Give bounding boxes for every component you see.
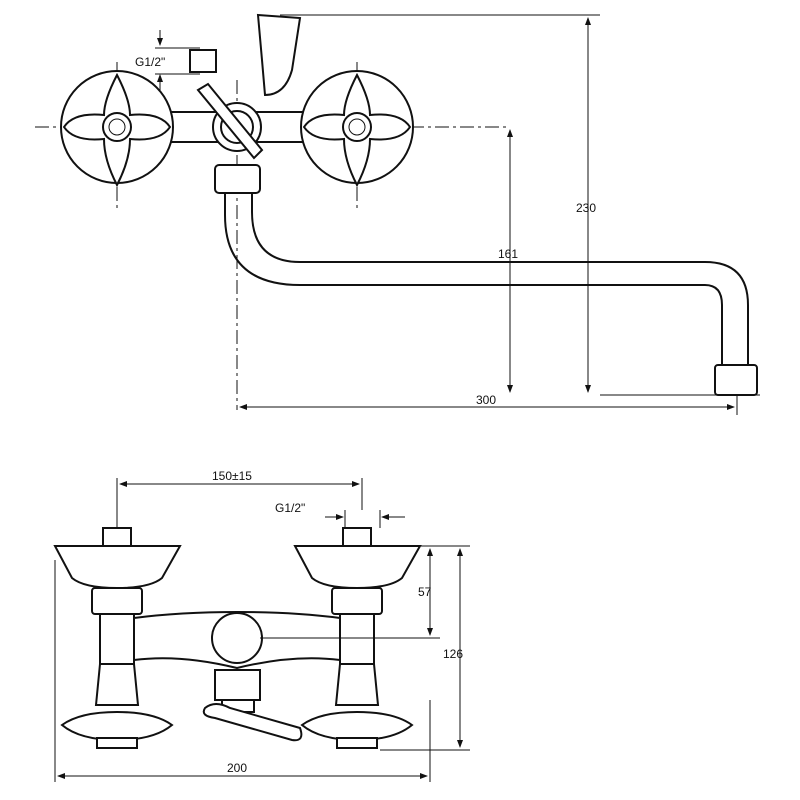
spout-outer: [224, 180, 723, 365]
dim-total-width: 200: [227, 761, 247, 775]
thread-label-front: G1/2": [275, 501, 305, 515]
dim-upper-height: 57: [418, 585, 432, 599]
front-view: 150±15 G1/2": [53, 469, 470, 782]
aerator-nozzle: [714, 364, 758, 396]
dim-height-total: 230: [576, 201, 596, 215]
thread-label-top: G1/2": [135, 55, 165, 69]
diverter-lever[interactable]: [202, 703, 303, 742]
left-bottom-handle: [60, 710, 174, 742]
right-handle[interactable]: [300, 70, 414, 188]
diverter[interactable]: [196, 82, 264, 160]
spout-connector: [214, 669, 261, 701]
dim-center-distance: 150±15: [212, 469, 252, 483]
diverter-front: [211, 612, 263, 664]
left-handle[interactable]: [60, 70, 174, 188]
left-valve: [53, 527, 182, 749]
right-bottom-handle: [300, 710, 414, 742]
shower-thread: [189, 49, 217, 73]
dim-total-height: 126: [443, 647, 463, 661]
dim-spout-length: 300: [476, 393, 496, 407]
dim-height-spout: 161: [498, 247, 518, 261]
spout-nut: [214, 164, 261, 194]
top-view: G1/2" 230 161 300: [35, 13, 760, 415]
right-valve: [293, 527, 422, 749]
shower-outlet: [256, 13, 302, 97]
spout-inner: [251, 180, 749, 365]
